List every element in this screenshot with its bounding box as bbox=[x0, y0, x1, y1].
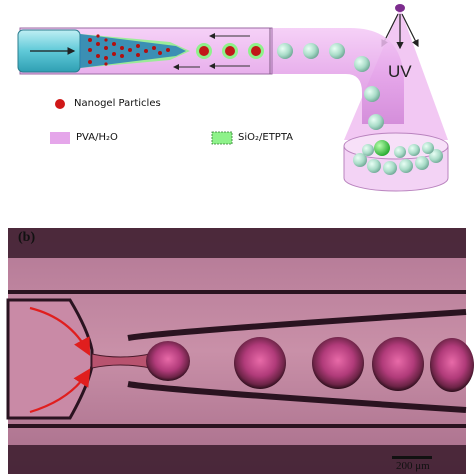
legend-label-nanogel: Nanogel Particles bbox=[74, 98, 161, 109]
legend-label-sio2: SiO₂/ETPTA bbox=[238, 132, 294, 143]
uv-ray-icon bbox=[401, 13, 419, 48]
legend bbox=[50, 99, 233, 145]
panel-a bbox=[17, 4, 449, 192]
legend-swatch-nanogel bbox=[55, 99, 65, 109]
injection-nozzle bbox=[6, 298, 94, 420]
legend-swatch-sio2 bbox=[211, 131, 233, 145]
flow-direction-arrow-icon bbox=[29, 368, 91, 414]
collection-taper-top bbox=[127, 309, 467, 341]
uv-label: UV bbox=[388, 62, 412, 81]
uv-source-dot bbox=[395, 4, 405, 12]
scale-bar-label: 200 μm bbox=[396, 460, 430, 472]
collected-microspheres bbox=[353, 140, 443, 175]
panel-label-b: (b) bbox=[18, 230, 36, 245]
microdroplets bbox=[146, 337, 474, 392]
collection-dish bbox=[343, 132, 449, 192]
legend-swatch-pva bbox=[50, 132, 70, 144]
scale-bar bbox=[392, 456, 432, 459]
flow-direction-arrow-icon bbox=[29, 306, 91, 356]
panel-b-micrograph bbox=[0, 222, 474, 474]
emulsion-droplets bbox=[196, 43, 264, 59]
collection-taper-bottom bbox=[127, 381, 467, 413]
nanogel-dots bbox=[88, 34, 170, 66]
solidifying-droplets bbox=[277, 43, 384, 130]
legend-label-pva: PVA/H₂O bbox=[76, 132, 118, 143]
